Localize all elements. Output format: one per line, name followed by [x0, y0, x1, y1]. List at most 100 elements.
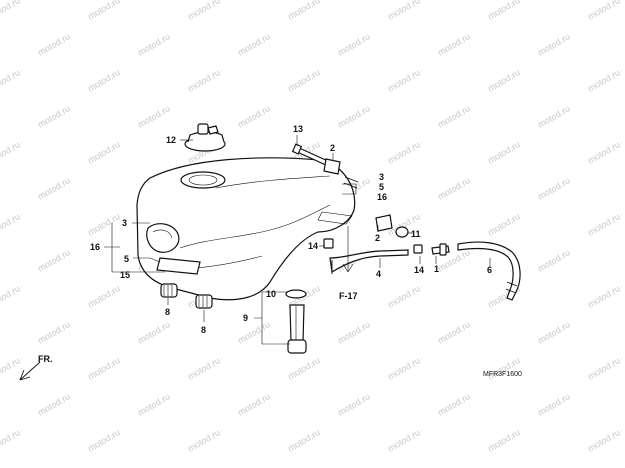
callout-1: 1	[434, 264, 439, 274]
joint-fitting-1	[431, 243, 450, 256]
callout-16-left: 16	[90, 242, 100, 252]
diagram-code: MFR3F1600	[483, 371, 522, 378]
watermark-text: motod.ru	[386, 427, 422, 453]
watermark-text: motod.ru	[436, 391, 472, 417]
watermark-text: motod.ru	[286, 355, 322, 381]
callout-12: 13	[293, 124, 303, 134]
watermark-text: motod.ru	[36, 175, 72, 201]
callout-3-right: 3	[379, 172, 384, 182]
watermark-text: motod.ru	[86, 67, 122, 93]
watermark-text: motod.ru	[36, 247, 72, 273]
watermark-text: motod.ru	[236, 319, 272, 345]
watermark-text: motod.ru	[0, 283, 22, 309]
watermark-text: motod.ru	[0, 427, 22, 453]
watermark-text: motod.ru	[286, 0, 322, 22]
watermark-text: motod.ru	[336, 391, 372, 417]
callout-3-left: 3	[122, 218, 127, 228]
watermark-text: motod.ru	[536, 175, 572, 201]
callout-10: 9	[243, 313, 248, 323]
watermark-text: motod.ru	[0, 139, 22, 165]
watermark-text: motod.ru	[536, 319, 572, 345]
callout-6: 6	[487, 265, 492, 275]
watermark-text: motod.ru	[586, 211, 622, 237]
callout-14-right: 14	[414, 265, 424, 275]
watermark-text: motod.ru	[86, 139, 122, 165]
rubber-mount-right	[195, 294, 213, 309]
watermark-text: motod.ru	[536, 31, 572, 57]
watermark-text: motod.ru	[136, 103, 172, 129]
watermark-text: motod.ru	[336, 31, 372, 57]
reference-f17: F-17	[339, 291, 358, 301]
watermark-text: motod.ru	[186, 427, 222, 453]
leader-lines	[19, 135, 491, 381]
watermark-text: motod.ru	[86, 0, 122, 22]
mounting-bolt	[291, 143, 341, 175]
watermark-text: motod.ru	[0, 211, 22, 237]
watermark-text: motod.ru	[436, 31, 472, 57]
watermark-text: motod.ru	[136, 319, 172, 345]
watermark-text: motod.ru	[586, 139, 622, 165]
collar-right	[375, 214, 409, 238]
callout-14-left: 14	[308, 241, 318, 251]
watermark-text: motod.ru	[286, 427, 322, 453]
watermark-text: motod.ru	[236, 31, 272, 57]
watermark-text: motod.ru	[0, 0, 22, 22]
watermark-text: motod.ru	[186, 67, 222, 93]
watermark-text: motod.ru	[236, 103, 272, 129]
callout-labels: 12 3 16 5 15 8 8 13 2 3 5 16 2 11 14 14 …	[38, 124, 522, 378]
watermark-text: motod.ru	[0, 67, 22, 93]
callout-13: 11	[411, 229, 421, 239]
watermark-text: motod.ru	[486, 427, 522, 453]
watermark-text: motod.ru	[386, 283, 422, 309]
watermark-text: motod.ru	[586, 355, 622, 381]
watermark-text: motod.ru	[486, 211, 522, 237]
watermark-text: motod.ru	[36, 103, 72, 129]
watermark-text: motod.ru	[536, 391, 572, 417]
callout-11: 10	[266, 289, 276, 299]
watermark-text: motod.ru	[486, 139, 522, 165]
watermark-text: motod.ru	[386, 67, 422, 93]
breather-hose-6	[457, 241, 521, 301]
watermark-text: motod.ru	[586, 67, 622, 93]
watermark-text: motod.ru	[386, 139, 422, 165]
watermark-text: motod.ru	[36, 391, 72, 417]
watermark-text: motod.ru	[336, 319, 372, 345]
watermark-text: motod.ru	[286, 67, 322, 93]
watermark-text: motod.ru	[386, 355, 422, 381]
watermark-text: motod.ru	[236, 391, 272, 417]
watermark-text: motod.ru	[136, 31, 172, 57]
watermark-text: motod.ru	[586, 0, 622, 22]
callout-15: 15	[120, 270, 130, 280]
watermark-text: motod.ru	[386, 0, 422, 22]
callout-2-right: 2	[375, 233, 380, 243]
watermark-text: motod.ru	[436, 319, 472, 345]
watermark-text: motod.ru	[536, 103, 572, 129]
watermark-text: motod.ru	[336, 103, 372, 129]
callout-9: 12	[166, 135, 176, 145]
watermark-text: motod.ru	[36, 31, 72, 57]
watermark-text: motod.ru	[86, 427, 122, 453]
watermark-text: motod.ru	[486, 0, 522, 22]
watermark-text: motod.ru	[86, 211, 122, 237]
watermark-text: motod.ru	[36, 319, 72, 345]
watermark-text: motod.ru	[136, 391, 172, 417]
rubber-mount-left	[160, 283, 178, 298]
fuel-hose-4	[329, 249, 409, 273]
bolt-14-left	[323, 238, 334, 249]
watermark-text: motod.ru	[86, 283, 122, 309]
watermark-text: motod.ru	[0, 355, 22, 381]
callout-5-left: 5	[124, 254, 129, 264]
watermark-text: motod.ru	[186, 0, 222, 22]
fuel-unit	[285, 289, 307, 354]
direction-label: FR.	[38, 354, 53, 364]
watermark-text: motod.ru	[486, 67, 522, 93]
watermark-text: motod.ru	[586, 283, 622, 309]
watermark-text: motod.ru	[186, 355, 222, 381]
callout-8-left: 8	[165, 307, 170, 317]
watermark-text: motod.ru	[536, 247, 572, 273]
callout-8-right: 8	[201, 325, 206, 335]
watermark-text: motod.ru	[86, 355, 122, 381]
fuel-tank	[136, 157, 356, 301]
